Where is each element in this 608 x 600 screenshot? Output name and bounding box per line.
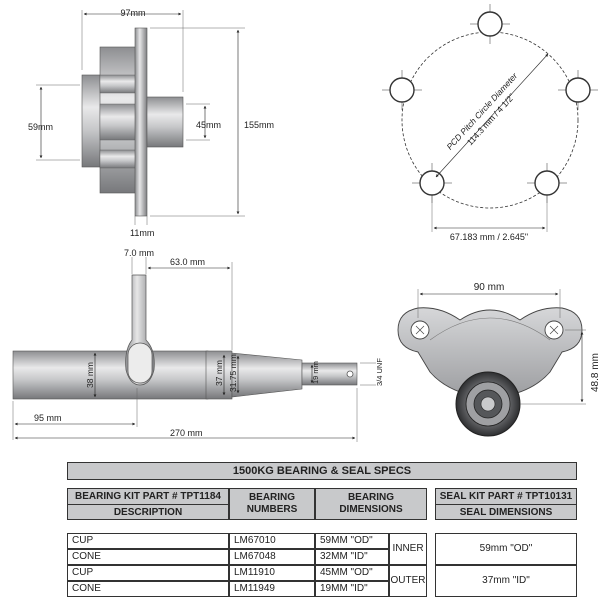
bearing-kit-header: BEARING KIT PART # TPT1184 DESCRIPTION bbox=[67, 488, 229, 520]
seal-inner-dim: 59mm "OD" bbox=[435, 533, 577, 565]
row-2-dim: 32MM "ID" bbox=[315, 549, 389, 565]
dim-total-length: 270 mm bbox=[170, 428, 203, 438]
dim-shaft-length: 95 mm bbox=[34, 413, 62, 423]
dim-plate-width: 7.0 mm bbox=[124, 248, 154, 258]
axle-thread bbox=[301, 362, 358, 386]
seal-dimensions-header: SEAL DIMENSIONS bbox=[436, 504, 576, 520]
stud-hole-left bbox=[389, 77, 415, 103]
inner-label: INNER bbox=[389, 533, 427, 565]
dim-hub-diameter-small: 59mm bbox=[28, 122, 53, 132]
row-3-number: LM11910 bbox=[229, 565, 315, 581]
dim-spindle-inner: 37 mm bbox=[214, 360, 224, 386]
bearing-dimensions-header: BEARING DIMENSIONS bbox=[315, 488, 427, 520]
outer-label: OUTER bbox=[389, 565, 427, 597]
row-2-number: LM67048 bbox=[229, 549, 315, 565]
row-1-desc: CUP bbox=[67, 533, 229, 549]
seal-kit-header: SEAL KIT PART # TPT10131 SEAL DIMENSIONS bbox=[435, 488, 577, 520]
pitch-circle bbox=[401, 31, 579, 209]
bracket-end-view: 90 mm 48.8 mm bbox=[397, 282, 601, 437]
axle-side-view: 7.0 mm 63.0 mm 38 mm 37 mm 31.75 mm 19 m… bbox=[12, 248, 384, 442]
dim-hub-bore: 45mm bbox=[196, 120, 221, 130]
hub-spigot bbox=[146, 96, 184, 148]
stud-hole-bottom-right bbox=[534, 170, 560, 196]
dim-stud-spacing: 67.183 mm / 2.645" bbox=[450, 232, 528, 242]
hub-side-view: 97mm 155mm 59mm 45mm 11mm bbox=[28, 8, 274, 238]
bearing-numbers-header: BEARING NUMBERS bbox=[229, 488, 315, 520]
stud-hole-top bbox=[477, 11, 503, 37]
axle-shaft bbox=[12, 350, 209, 400]
dim-plate-offset: 63.0 mm bbox=[170, 257, 205, 267]
hub-flange bbox=[134, 27, 148, 217]
bracket-plate bbox=[397, 307, 583, 399]
pcd-view: PCD Pitch Circle Diameter 114.3 mm / 4 1… bbox=[382, 4, 598, 242]
row-3-dim: 45MM "OD" bbox=[315, 565, 389, 581]
row-4-desc: CONE bbox=[67, 581, 229, 597]
dim-flange-thickness: 11mm bbox=[130, 228, 154, 238]
dim-bracket-height: 48.8 mm bbox=[590, 353, 601, 392]
technical-drawing: 97mm 155mm 59mm 45mm 11mm bbox=[12, 4, 601, 442]
row-2-desc: CONE bbox=[67, 549, 229, 565]
dim-spindle-mid: 31.75 mm bbox=[228, 354, 238, 392]
row-1-dim: 59MM "OD" bbox=[315, 533, 389, 549]
seal-outer-dim: 37mm "ID" bbox=[435, 565, 577, 597]
row-4-dim: 19MM "ID" bbox=[315, 581, 389, 597]
pcd-label: PCD Pitch Circle Diameter bbox=[444, 70, 520, 152]
stud-hole-bottom-left bbox=[419, 170, 445, 196]
row-1-number: LM67010 bbox=[229, 533, 315, 549]
table-title: 1500KG BEARING & SEAL SPECS bbox=[67, 462, 577, 480]
dim-hub-diameter-large: 155mm bbox=[244, 120, 274, 130]
dim-axle-diameter: 38 mm bbox=[85, 362, 95, 388]
row-4-number: LM11949 bbox=[229, 581, 315, 597]
bearing-kit-part: BEARING KIT PART # TPT1184 bbox=[75, 491, 221, 502]
row-3-desc: CUP bbox=[67, 565, 229, 581]
description-header: DESCRIPTION bbox=[68, 504, 228, 520]
dim-bracket-width: 90 mm bbox=[474, 282, 505, 293]
dim-hub-width: 97mm bbox=[120, 8, 145, 18]
dim-spindle-outer: 19 mm bbox=[311, 361, 320, 384]
seal-kit-part: SEAL KIT PART # TPT10131 bbox=[439, 491, 573, 502]
dim-thread: 3/4 UNF bbox=[375, 358, 384, 386]
axle-spindle bbox=[231, 352, 303, 398]
stud-hole-right bbox=[565, 77, 591, 103]
